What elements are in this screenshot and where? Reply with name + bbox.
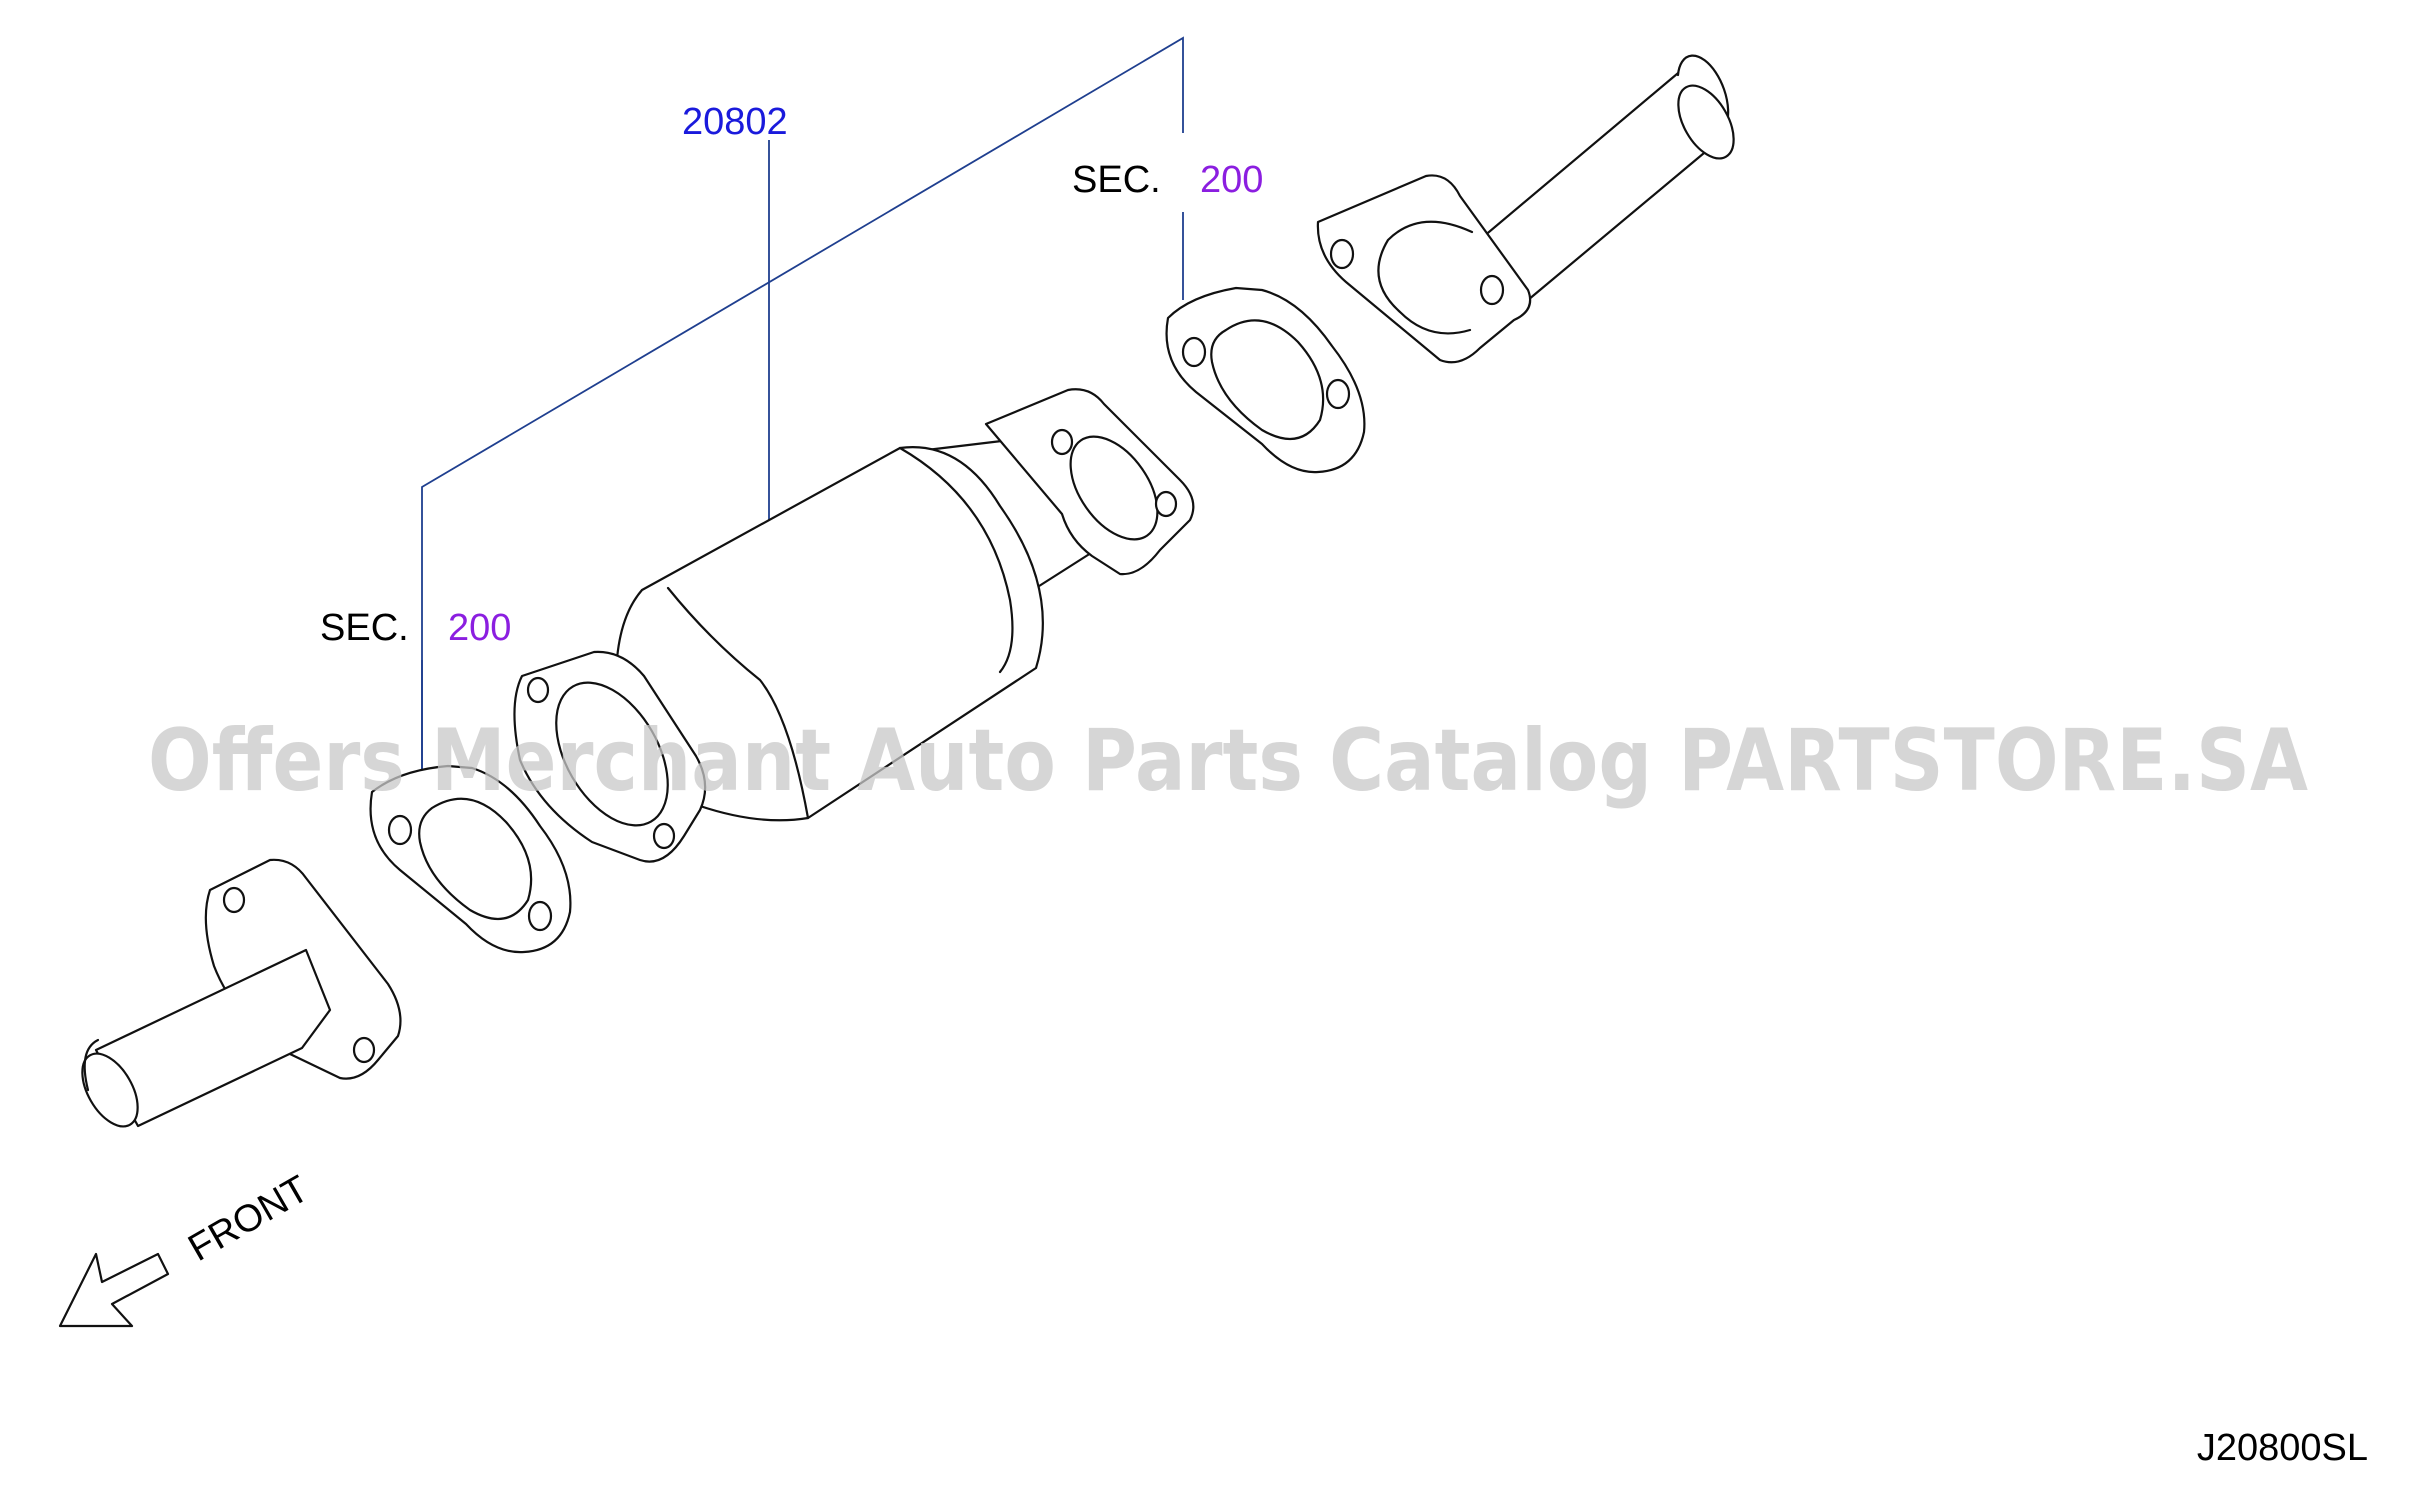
callouts: 20802 SEC. 200 SEC. 200	[320, 101, 1263, 649]
front-label: FRONT	[182, 1168, 316, 1270]
lower-sec-prefix: SEC.	[320, 607, 409, 649]
rear-pipe-flange	[1316, 174, 1532, 364]
rear-exhaust-pipe	[1316, 54, 1735, 364]
front-arrow-icon	[58, 1252, 170, 1328]
lower-gasket	[369, 764, 572, 954]
front-exhaust-pipe	[81, 858, 402, 1128]
upper-sec-prefix: SEC.	[1072, 159, 1161, 201]
diagram-code: J20800SL	[2197, 1427, 2368, 1469]
upper-gasket	[1165, 286, 1366, 474]
catalytic-converter	[513, 388, 1195, 863]
converter-inlet-flange	[513, 650, 707, 863]
bracket-leader	[421, 36, 1184, 784]
watermark: Offers Merchant Auto Parts Catalog PARTS…	[148, 711, 2308, 811]
leader-lines	[421, 36, 1184, 784]
part-number-callout[interactable]: 20802	[682, 101, 788, 143]
front-direction-indicator: FRONT	[58, 1168, 316, 1328]
upper-sec-number[interactable]: 200	[1200, 159, 1263, 201]
converter-outlet-flange	[984, 388, 1195, 576]
lower-sec-number[interactable]: 200	[448, 607, 511, 649]
